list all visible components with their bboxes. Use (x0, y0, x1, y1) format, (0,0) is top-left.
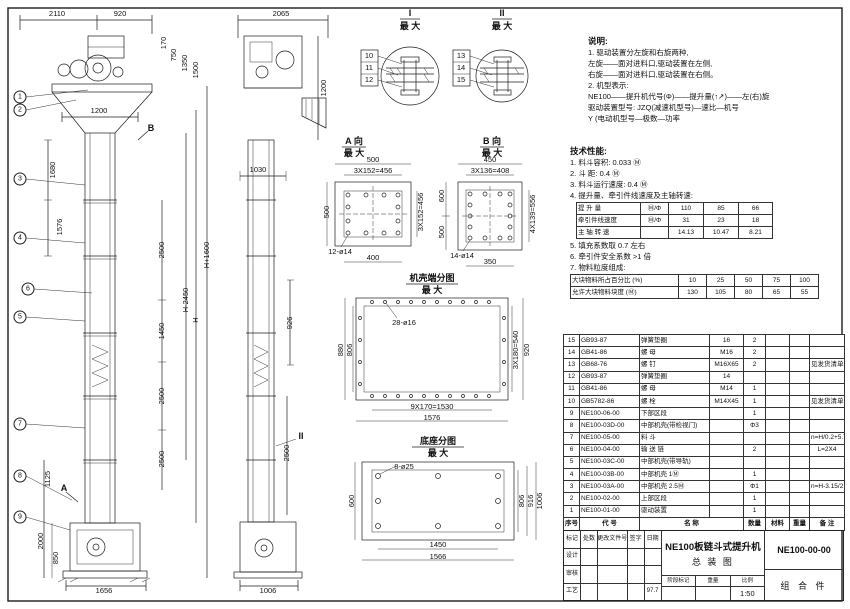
parts-list-header-row: 序号 代 号 名 称 数量 材料 重量 备 注 (563, 516, 845, 531)
text-line: 3. 料斗运行速度: 0.4 Ⓜ (570, 180, 648, 189)
rev-col-docno: 更改文件号 (598, 531, 628, 548)
text-line: Y (电动机型号—极数—功率 (588, 114, 680, 123)
notes-heading: 说明: (588, 36, 608, 46)
tech-section: 技术性能: 1. 料斗容积: 0.033 Ⓜ 2. 斗 距: 0.4 Ⓜ 3. 料斗… (570, 146, 819, 299)
text-line: NE100——提升机代号(Φ)——提升量(↑↗)——左(右)旋 (588, 92, 770, 101)
rev-col-mark: 标记 (564, 531, 581, 548)
scale-value: 1:50 (740, 589, 755, 598)
title-block-number-area: NE100-00-00 组 合 件 (765, 531, 843, 600)
tech-lines-2: 5. 填充系数取 0.7 左右 6. 牵引件安全系数 >1 倍 7. 物料粒度组成: (570, 240, 819, 273)
title-block-title-area: NE100板链斗式提升机 总 装 图 阶段标记 重量 比例 1:50 (661, 531, 766, 600)
text-line: 1. 驱动装置分左旋和右旋两种, (588, 48, 689, 57)
rev-col-sign: 签字 (628, 531, 645, 548)
bom-header-remark: 备 注 (809, 516, 845, 531)
role-process: 工艺 (564, 583, 581, 600)
notes-lines: 1. 驱动装置分左旋和右旋两种, 左旋——面对进料口,驱动装置在左侧, 右旋——面对… (588, 47, 769, 124)
bom-header-qty: 数量 (743, 516, 766, 531)
bom-header-name: 名 称 (639, 516, 744, 531)
text-line: 左旋——面对进料口,驱动装置在左侧, (588, 59, 713, 68)
product-title: NE100板链斗式提升机 (665, 541, 761, 553)
assembly-type: 组 合 件 (780, 580, 828, 591)
drawing-number: NE100-00-00 (765, 531, 843, 570)
text-line: 驱动装置型号: JZQ(减速机型号)—速比—机号 (588, 103, 739, 112)
tech-lines-1: 1. 料斗容积: 0.033 Ⓜ 2. 斗 距: 0.4 Ⓜ 3. 料斗运行速度: … (570, 157, 819, 201)
title-block-revision-grid: 标记 处数 更改文件号 签字 日期 设计 审核 工艺 (564, 531, 662, 600)
bom-header-weight: 重量 (789, 516, 810, 531)
bom-header-material: 材料 (765, 516, 790, 531)
rev-col-count: 处数 (581, 531, 598, 548)
role-check: 审核 (564, 566, 581, 583)
title-block: 标记 处数 更改文件号 签字 日期 设计 审核 工艺 (563, 530, 844, 601)
notes-section: 说明: 1. 驱动装置分左旋和右旋两种, 左旋——面对进料口,驱动装置在左侧, 右旋… (588, 36, 769, 124)
scale-label: 比例 (730, 576, 765, 587)
stage-mark-label: 阶段标记 (661, 576, 696, 587)
role-design: 设计 (564, 548, 581, 565)
text-line: 2. 机型表示: (588, 81, 629, 90)
sheet-name: 总 装 图 (691, 556, 734, 567)
rev-col-date: 日期 (646, 535, 659, 542)
weight-label: 重量 (696, 576, 730, 587)
text-line: 6. 牵引件安全系数 >1 倍 (570, 252, 652, 261)
text-line: 4. 提升量、牵引件线速度及主轴转速: (570, 191, 693, 200)
text-line: 1. 料斗容积: 0.033 Ⓜ (570, 158, 641, 167)
text-line: 2. 斗 距: 0.4 Ⓜ (570, 169, 620, 178)
bom-header-code: 代 号 (579, 516, 640, 531)
bom-header-no: 序号 (563, 516, 580, 531)
tech-heading: 技术性能: (570, 146, 607, 156)
text-line: 右旋——面对进料口,驱动装置在右侧。 (588, 70, 718, 79)
title-block-date: 97.7 (646, 588, 659, 595)
text-line: 5. 填充系数取 0.7 左右 (570, 241, 646, 250)
text-line: 7. 物料粒度组成: (570, 263, 626, 272)
